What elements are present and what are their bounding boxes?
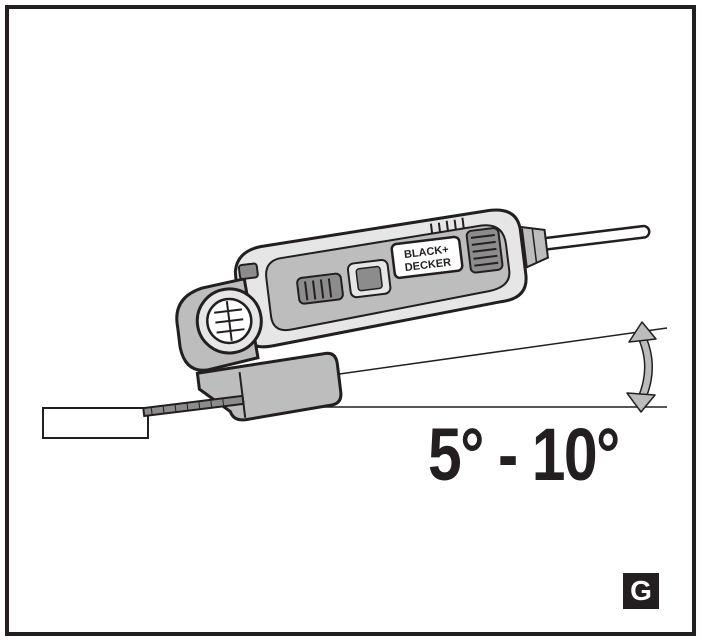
grinding-disc [142, 394, 245, 418]
angle-arrow-icon [626, 321, 657, 413]
side-handle-knob [195, 287, 263, 355]
brand-line-2: DECKER [404, 257, 452, 275]
brand-line-1: BLACK+ [403, 244, 449, 261]
top-ribs [429, 217, 465, 234]
rear-vent-grille [465, 227, 504, 274]
front-vent-grille [296, 272, 344, 305]
angle-range-label: 5° - 10° [428, 413, 620, 496]
angle-grinder: BLACK+ DECKER [142, 208, 651, 422]
figure-letter-badge: G [623, 573, 659, 609]
spindle-lock-button [237, 262, 259, 280]
brand-logo: BLACK+ DECKER [390, 235, 464, 280]
workpiece [42, 407, 149, 439]
inclined-angle-line [317, 327, 668, 378]
